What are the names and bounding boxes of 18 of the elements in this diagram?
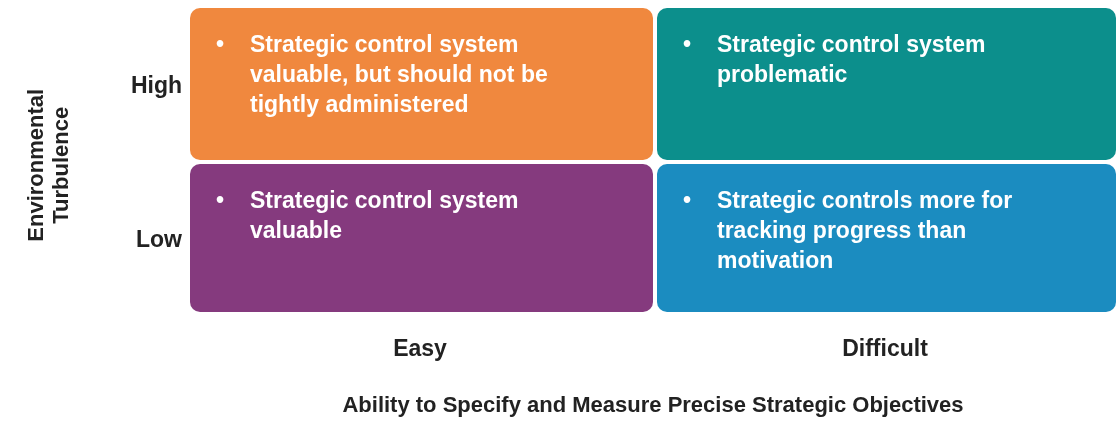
bullet-mark: • [216, 186, 225, 215]
quadrant-box [657, 164, 1116, 312]
bullet-mark: • [683, 186, 692, 215]
row-label: Low [135, 226, 182, 253]
axis-title: Environmental Turbulence [22, 87, 74, 244]
column-label: Difficult [841, 335, 929, 362]
bullet-mark: • [216, 30, 225, 59]
column-label: Easy [392, 335, 448, 362]
bullet-text: Strategic control system valuable, but should not be tightly administered [250, 30, 549, 119]
row-label: High [129, 72, 182, 99]
bullet-text: Strategic control system valuable [250, 186, 520, 245]
bullet-mark: • [683, 30, 692, 59]
quadrant-box [190, 8, 653, 160]
bullet-text: Strategic control system problematic [717, 30, 987, 89]
quadrant-box [190, 164, 653, 312]
bullet-text: Strategic controls more for tracking progress than motivation [717, 186, 1014, 275]
quadrant-box [657, 8, 1116, 160]
axis-title: Ability to Specify and Measure Precise Strategic Objectives [341, 392, 965, 418]
